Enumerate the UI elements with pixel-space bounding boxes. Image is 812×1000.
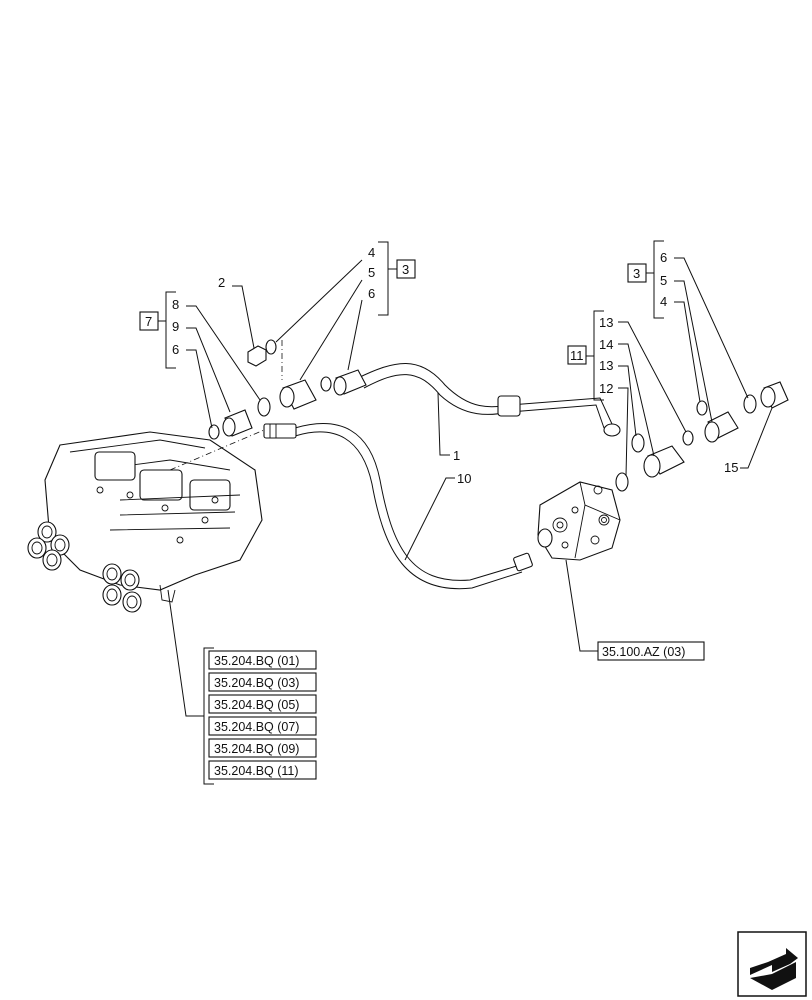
rigid-pipe [333, 363, 621, 437]
control-valve-assembly [27, 431, 263, 613]
kit-box [567, 345, 587, 365]
reference-link[interactable]: 35.204.BQ (11) [214, 764, 299, 778]
callout-10: 10 [404, 471, 471, 561]
callout-label: 4 [660, 294, 667, 309]
callout-label: 12 [599, 381, 613, 396]
flexible-hose [263, 423, 533, 590]
callout-label: 6 [660, 250, 667, 265]
callout-label: 6 [368, 286, 375, 301]
callout-label: 6 [172, 342, 179, 357]
quick-couplers [27, 521, 142, 613]
kit-box [627, 263, 647, 283]
callout-label: 13 [599, 315, 613, 330]
reference-az: 35.100.AZ (03) [565, 559, 705, 661]
callout-1: 1 [437, 392, 460, 463]
callout-2: 2 [218, 275, 255, 349]
callout-label: 4 [368, 245, 375, 260]
reference-box[interactable] [208, 672, 317, 692]
reference-link[interactable]: 35.100.AZ (03) [602, 645, 685, 659]
kit-label: 11 [570, 348, 584, 363]
callout-label: 10 [457, 471, 471, 486]
kit-3-left: 3 4 5 6 [275, 241, 416, 381]
callout-label: 5 [368, 265, 375, 280]
reference-box[interactable] [208, 694, 317, 714]
reference-box[interactable] [208, 650, 317, 670]
reference-link[interactable]: 35.204.BQ (05) [214, 698, 299, 712]
next-page-arrow-icon[interactable] [737, 931, 807, 997]
kit-box [139, 311, 159, 331]
reference-box[interactable] [597, 641, 705, 661]
reference-link[interactable]: 35.204.BQ (03) [214, 676, 299, 690]
callout-label: 8 [172, 297, 179, 312]
callout-label: 13 [599, 358, 613, 373]
fittings-and-seals [208, 339, 789, 492]
reference-box[interactable] [208, 716, 317, 736]
callout-label: 5 [660, 273, 667, 288]
kit-11: 11 13 14 13 12 [567, 310, 687, 477]
callout-label: 15 [724, 460, 738, 475]
kit-7: 7 8 9 6 [139, 291, 261, 429]
reference-list-bq: 35.204.BQ (01) 35.204.BQ (03) 35.204.BQ … [167, 589, 317, 785]
centerline [169, 429, 265, 471]
callout-label: 2 [218, 275, 225, 290]
kit-3-right: 3 6 5 4 [627, 240, 749, 423]
kit-label: 3 [633, 266, 640, 281]
reference-box[interactable] [208, 760, 317, 780]
kit-label: 7 [145, 314, 152, 329]
callout-label: 14 [599, 337, 613, 352]
callout-label: 9 [172, 319, 179, 334]
callout-label: 1 [453, 448, 460, 463]
reference-link[interactable]: 35.204.BQ (07) [214, 720, 299, 734]
reference-box[interactable] [208, 738, 317, 758]
auxiliary-valve [537, 481, 621, 561]
kit-box [396, 259, 416, 279]
reference-link[interactable]: 35.204.BQ (09) [214, 742, 299, 756]
reference-link[interactable]: 35.204.BQ (01) [214, 654, 299, 668]
callout-15: 15 [724, 407, 773, 475]
kit-label: 3 [402, 262, 409, 277]
